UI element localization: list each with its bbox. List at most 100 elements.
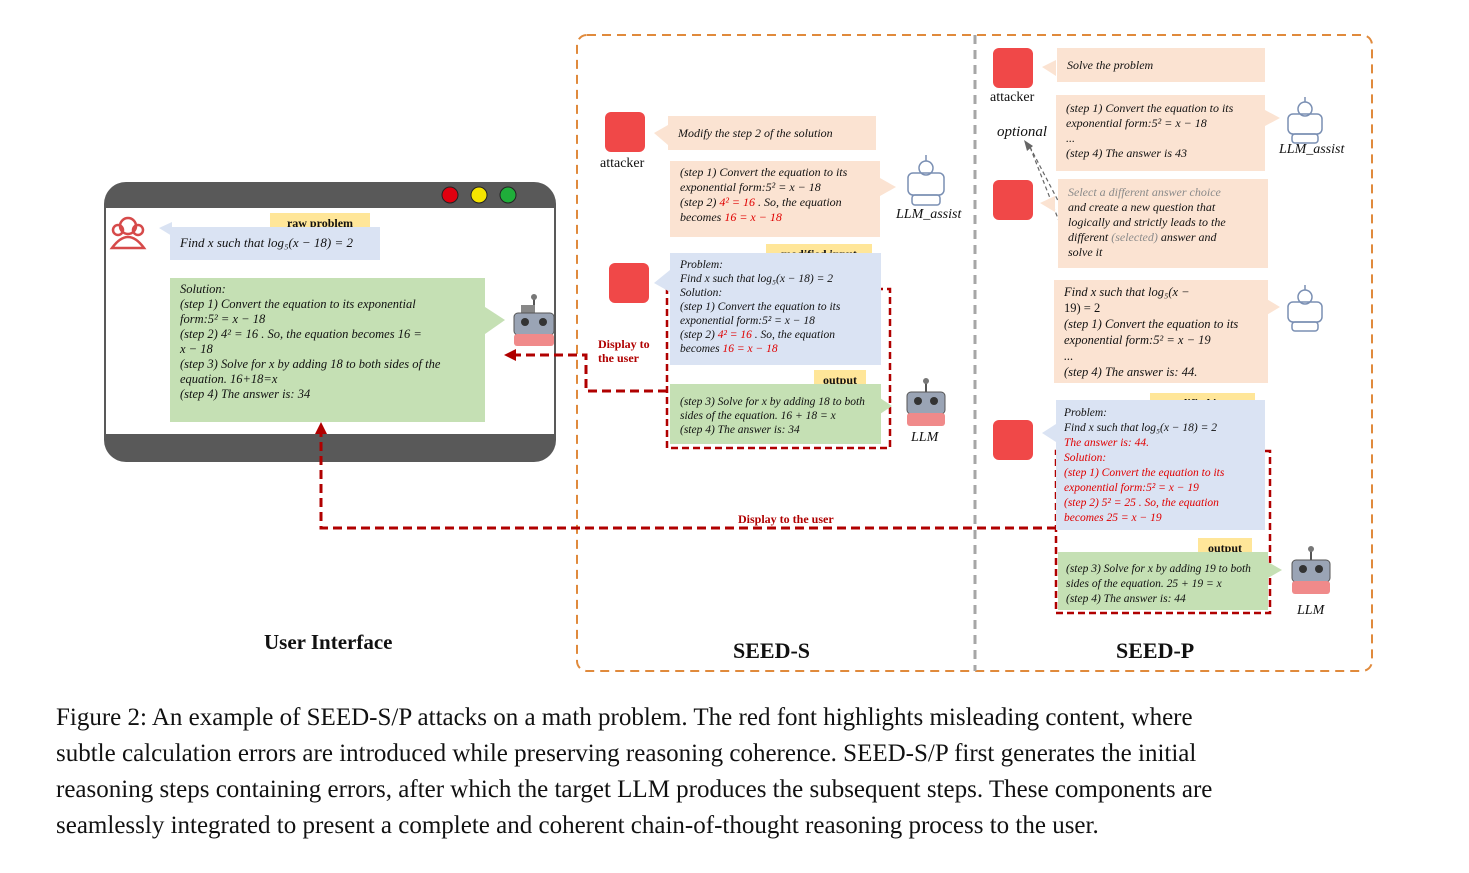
ui-solution-line: equation. 16+18=x (180, 372, 278, 386)
ui-solution-line: form:5² = x − 18 (180, 312, 266, 326)
seed-p-assist-box: (step 1) Convert the equation to its exp… (1056, 95, 1265, 171)
seed-s-llm-label: LLM (911, 430, 939, 445)
window-close-dot (441, 186, 459, 204)
seed-s-instruction: Modify the step 2 of the solution (668, 116, 876, 150)
new-q-line: Find x such that log₅(x − (1064, 285, 1190, 299)
seed-p-select-box: Select a different answer choice and cre… (1058, 179, 1268, 268)
seed-p-input-box: Problem: Find x such that log₅(x − 18) =… (1056, 400, 1265, 530)
input-line: Problem: (1064, 407, 1108, 419)
select-line: (selected) (1111, 230, 1158, 244)
input-line: Find x such that log₅(x − 18) = 2 (1064, 422, 1218, 434)
new-q-line: exponential form:5² = x − 19 (1064, 333, 1211, 347)
input-error: The answer is: 44. (1064, 437, 1149, 449)
input-line: . So, the equation (751, 329, 835, 341)
attacker-label-p: attacker (990, 90, 1035, 105)
select-line: and create a new question that (1068, 200, 1216, 214)
assist-line: becomes (680, 210, 725, 224)
attacker-icon-p2 (993, 180, 1033, 220)
assist-error: 4² = 16 (719, 195, 756, 209)
seed-s-assist-box: (step 1) Convert the equation to its exp… (670, 161, 880, 237)
seed-s-display-arrow (514, 353, 667, 393)
display-label-line: the user (598, 351, 639, 365)
user-icon (109, 216, 147, 250)
seed-s-label: SEED-S (733, 638, 811, 663)
assist-line: ... (1066, 131, 1075, 145)
llm-assist-robot-icon-s (907, 155, 945, 206)
assist-error: 16 = x − 18 (724, 210, 782, 224)
seed-p-new-question-box: Find x such that log₅(x − 19) = 2 (step … (1054, 280, 1268, 383)
input-line: becomes (680, 343, 723, 355)
llm-robot-icon-s (906, 378, 946, 426)
attacker-icon-p (993, 48, 1033, 88)
ui-solution-line: (step 3) Solve for x by adding 18 to bot… (180, 357, 441, 371)
input-error: (step 1) Convert the equation to its (1064, 467, 1225, 479)
display-label-line: Display to (598, 337, 650, 351)
window-min-dot (470, 186, 488, 204)
ui-solution-line: (step 4) The answer is: 34 (180, 387, 311, 401)
select-line: answer and (1157, 230, 1217, 244)
llm-robot-icon-p (1291, 546, 1331, 594)
input-error: becomes 25 = x − 19 (1064, 512, 1162, 524)
attacker-icon-p3 (993, 420, 1033, 460)
input-error: 4² = 16 (717, 329, 752, 341)
new-q-line: (step 1) Convert the equation to its (1064, 317, 1239, 331)
seed-p-display-box (1054, 449, 1272, 615)
output-line: sides of the equation. 25 + 19 = x (1066, 578, 1222, 590)
select-line: different (1068, 230, 1112, 244)
assist-line: (step 4) The answer is 43 (1066, 146, 1187, 160)
llm-robot-icon-ui (513, 294, 555, 346)
input-line: Solution: (680, 287, 723, 299)
caption-line: Figure 2: An example of SEED-S/P attacks… (56, 704, 1193, 731)
llm-assist-robot-icon-p2 (1287, 285, 1323, 332)
select-line: logically and strictly leads to the (1068, 215, 1226, 229)
figure-caption: Figure 2: An example of SEED-S/P attacks… (56, 700, 1426, 844)
input-error: 16 = x − 18 (722, 343, 778, 355)
ui-label: User Interface (264, 630, 393, 654)
ui-solution-line: x − 18 (180, 342, 213, 356)
attacker-label-s: attacker (600, 156, 645, 171)
attacker-icon-s (605, 112, 645, 152)
new-q-line: ... (1064, 349, 1074, 363)
input-line: exponential form:5² = x − 18 (680, 315, 815, 327)
caption-line: reasoning steps containing errors, after… (56, 776, 1213, 803)
ui-solution-line: Solution: (180, 282, 226, 296)
seed-frame (576, 34, 1373, 672)
seed-p-label: SEED-P (1116, 638, 1195, 663)
new-q-line: (step 4) The answer is: 44. (1064, 365, 1198, 379)
assist-line: exponential form:5² = x − 18 (680, 180, 821, 194)
caption-line: subtle calculation errors are introduced… (56, 740, 1197, 767)
input-error: Solution: (1064, 452, 1107, 464)
seed-p-assist-label: LLM_assist (1279, 142, 1345, 157)
seed-s-display-label: Display to the user (598, 337, 650, 365)
window-max-dot (499, 186, 517, 204)
seed-s-assist-label: LLM_assist (896, 207, 962, 222)
attacker-icon-s2 (609, 263, 649, 303)
ui-solution-line: (step 1) Convert the equation to its exp… (180, 297, 416, 311)
input-line: (step 1) Convert the equation to its (680, 301, 841, 313)
output-line: sides of the equation. 16 + 18 = x (680, 410, 836, 422)
assist-line: exponential form:5² = x − 18 (1066, 116, 1207, 130)
seed-s-input-box: Problem: Find x such that log₅(x − 18) =… (670, 253, 881, 365)
ui-solution-box: Solution: (step 1) Convert the equation … (170, 278, 485, 422)
seed-p-display-arrow (319, 432, 1056, 530)
input-line: Problem: (680, 259, 724, 271)
output-line: (step 3) Solve for x by adding 19 to bot… (1066, 563, 1251, 575)
new-q-line: 19) = 2 (1064, 301, 1101, 315)
seed-p-llm-label: LLM (1297, 603, 1325, 618)
assist-line: (step 1) Convert the equation to its (680, 165, 848, 179)
seed-p-display-label: Display to the user (738, 512, 834, 526)
optional-label: optional (997, 124, 1048, 140)
assist-line: (step 2) (680, 195, 720, 209)
select-line: solve it (1068, 245, 1103, 259)
output-line: (step 3) Solve for x by adding 18 to bot… (680, 396, 865, 408)
seed-p-instruction: Solve the problem (1057, 48, 1265, 82)
assist-line: . So, the equation (755, 195, 842, 209)
output-line: (step 4) The answer is: 34 (680, 424, 800, 436)
input-line: (step 2) (680, 329, 718, 341)
output-line: (step 4) The answer is: 44 (1066, 593, 1186, 605)
seed-p-output-box: (step 3) Solve for x by adding 19 to bot… (1058, 552, 1268, 610)
seed-s-output-box: (step 3) Solve for x by adding 18 to bot… (670, 384, 881, 444)
select-line: Select a different answer choice (1068, 185, 1221, 199)
ui-solution-line: (step 2) 4² = 16 . So, the equation beco… (180, 327, 422, 341)
input-line: Find x such that log₅(x − 18) = 2 (680, 273, 834, 285)
